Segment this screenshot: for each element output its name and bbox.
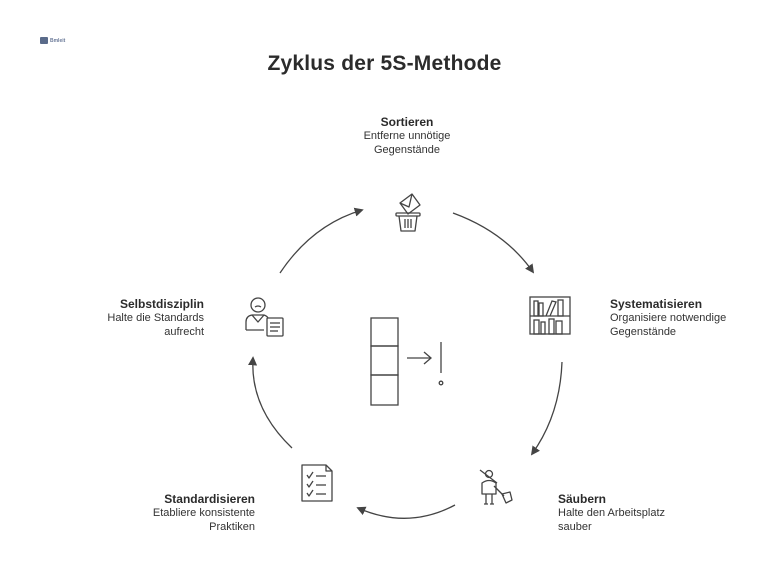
trash-icon xyxy=(395,193,421,232)
arrow-selbstdisziplin-to-sortieren xyxy=(279,207,364,274)
cleaning-person-icon xyxy=(479,469,513,505)
step-standardisieren-title: Standardisieren xyxy=(164,492,255,506)
step-saeubern-desc: Halte den Arbeitsplatz sauber xyxy=(558,507,666,533)
step-selbstdisziplin-desc: Halte die Standards aufrecht xyxy=(107,312,204,338)
arrow-sortieren-to-systematisieren xyxy=(452,212,535,274)
step-sortieren-desc: Entferne unnötige Gegenstände xyxy=(363,130,451,156)
diagram-title: Zyklus der 5S-Methode xyxy=(267,52,502,75)
checklist-icon xyxy=(301,464,333,502)
arrow-standardisieren-to-selbstdisziplin xyxy=(248,356,293,449)
step-standardisieren-desc: Etabliere konsistente Praktiken xyxy=(152,507,255,533)
step-systematisieren-title: Systematisieren xyxy=(610,297,703,311)
step-standardisieren: Standardisieren Etabliere konsistente Pr… xyxy=(110,492,255,534)
logo-icon xyxy=(40,37,48,44)
step-selbstdisziplin: Selbstdisziplin Halte die Standards aufr… xyxy=(70,297,204,339)
arrow-saeubern-to-standardisieren xyxy=(356,504,456,519)
arrow-systematisieren-to-saeubern xyxy=(530,361,563,456)
step-sortieren-title: Sortieren xyxy=(380,115,434,129)
bookshelf-icon xyxy=(529,296,571,335)
step-saeubern: Säubern Halte den Arbeitsplatz sauber xyxy=(558,492,708,534)
brand-logo: Bmleit xyxy=(40,37,65,44)
step-saeubern-title: Säubern xyxy=(558,492,607,506)
logo-text: Bmleit xyxy=(50,37,66,44)
stacked-boxes-arrow-exclamation-icon xyxy=(370,317,444,406)
step-systematisieren: Systematisieren Organisiere notwendige G… xyxy=(610,297,760,339)
step-selbstdisziplin-title: Selbstdisziplin xyxy=(119,297,204,311)
step-sortieren: Sortieren Entferne unnötige Gegenstände xyxy=(345,115,469,157)
step-systematisieren-desc: Organisiere notwendige Gegenstände xyxy=(610,312,727,338)
person-document-icon xyxy=(245,297,284,337)
